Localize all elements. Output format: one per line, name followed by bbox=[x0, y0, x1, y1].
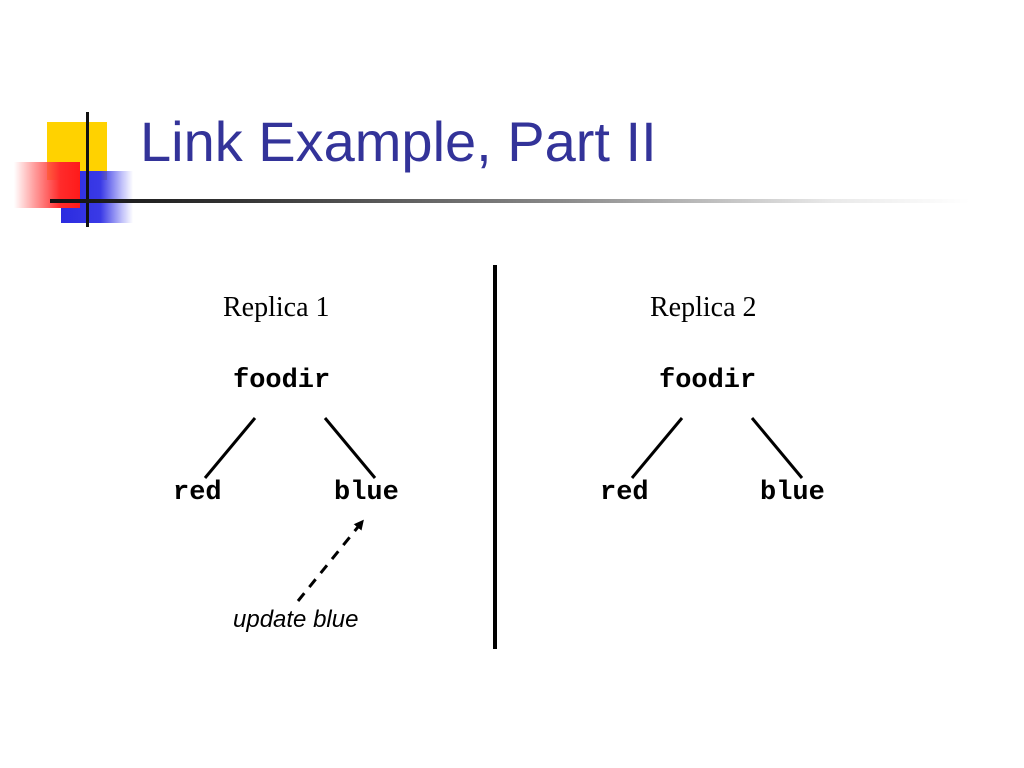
slide-logo-decoration bbox=[0, 0, 200, 240]
replica-1-label: Replica 1 bbox=[223, 292, 330, 323]
replica-2-edge-blue bbox=[750, 417, 804, 479]
replica-divider bbox=[493, 265, 497, 649]
replica-2-edge-red bbox=[630, 417, 684, 479]
update-arrow bbox=[296, 519, 364, 602]
replica-2-root-node: foodir bbox=[659, 366, 757, 396]
replica-2-label: Replica 2 bbox=[650, 292, 757, 323]
slide-title: Link Example, Part II bbox=[140, 110, 657, 173]
logo-vertical-line bbox=[86, 112, 89, 227]
replica-1-child-blue: blue bbox=[334, 478, 399, 508]
title-underline bbox=[50, 199, 970, 203]
replica-1-child-red: red bbox=[173, 478, 222, 508]
replica-1-root-node: foodir bbox=[233, 366, 331, 396]
replica-2-child-red: red bbox=[600, 478, 649, 508]
replica-1-update-annotation: update blue bbox=[233, 606, 359, 633]
replica-2-child-blue: blue bbox=[760, 478, 825, 508]
replica-1-edge-red bbox=[203, 417, 257, 479]
replica-1-edge-blue bbox=[323, 417, 377, 479]
